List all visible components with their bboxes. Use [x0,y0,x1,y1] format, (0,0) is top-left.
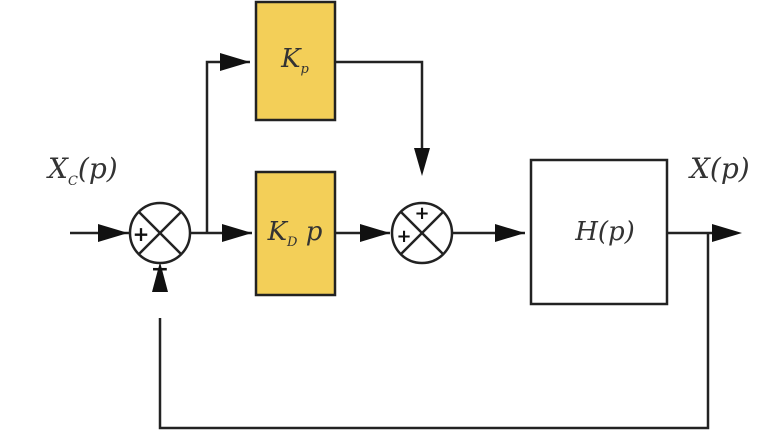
kp-block-box [254,0,337,122]
plant-block-box [529,158,669,306]
sum2-left-arrowhead [360,224,390,242]
summing-junction-2: + + [390,201,454,265]
sum2-top-plus-sign: + [414,203,429,224]
kd-arrowhead [222,224,252,242]
kp-block-label: Kp [280,44,309,77]
sum1-minus-sign: − [151,257,169,282]
kd-block: KD p [254,170,337,297]
feedback-wire [158,233,710,430]
kd-block-box [254,170,337,297]
kd-block-label: KD p [267,217,323,250]
kp-to-sum2-wire [335,60,424,150]
input-arrowhead [98,224,128,242]
summing-junction-1: + − [128,201,192,282]
output-signal-label: X(p) [688,152,750,185]
plant-input-arrowhead [495,224,525,242]
plant-block: H(p) [529,158,669,306]
feedback-arrowhead [152,262,168,292]
plant-block-label: H(p) [574,217,635,247]
output-arrowhead [712,224,742,242]
kp-block: Kp [254,0,337,122]
sum2-top-arrowhead [414,148,430,176]
arrowheads [98,53,742,292]
input-signal-label: XC(p) [46,152,118,189]
sum2-left-plus-sign: + [396,226,411,247]
kp-arrowhead [220,53,250,71]
branch-to-kp-wire [205,60,250,233]
sum1-plus-sign: + [133,222,150,246]
